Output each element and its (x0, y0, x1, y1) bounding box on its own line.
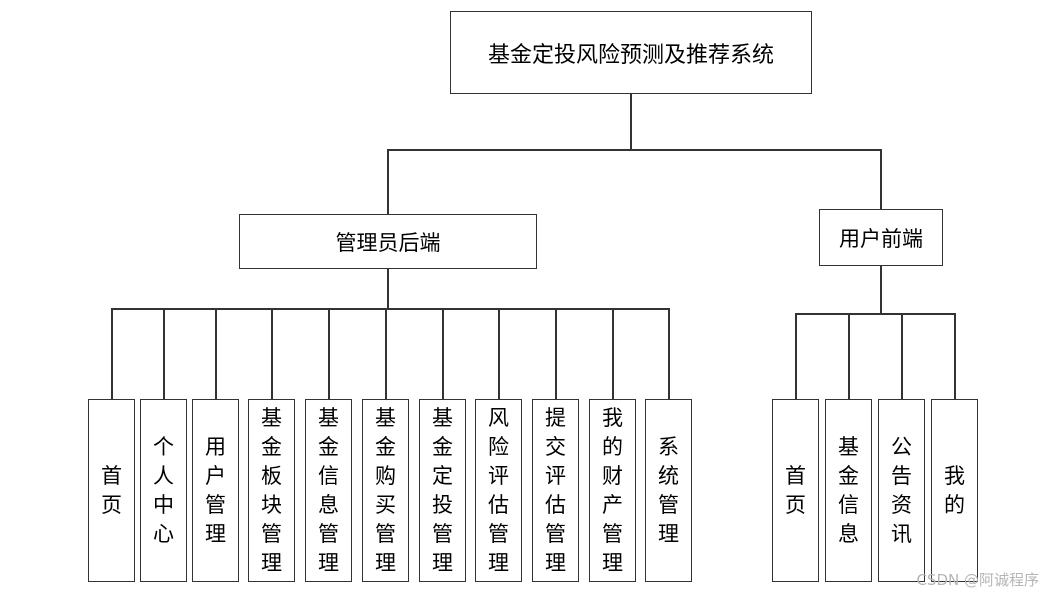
admin-child-node: 基金信息管理 (305, 399, 352, 582)
admin-child-label: 基金板块管理 (260, 405, 282, 575)
connector-admin-child (668, 308, 670, 400)
admin-child-node: 个人中心 (140, 399, 187, 582)
user-frontend-node: 用户前端 (819, 209, 943, 266)
connector-level1-horizontal (387, 149, 882, 151)
admin-child-label: 我的财产管理 (601, 405, 623, 575)
admin-child-label: 基金定投管理 (431, 405, 453, 575)
user-child-node: 首页 (772, 399, 819, 582)
admin-child-node: 基金板块管理 (248, 399, 295, 582)
admin-child-label: 用户管理 (204, 434, 226, 546)
admin-child-label: 风险评估管理 (487, 405, 509, 575)
admin-child-node: 我的财产管理 (589, 399, 636, 582)
connector-admin-child (498, 308, 500, 400)
connector-admin-child (612, 308, 614, 400)
connector-admin-child (442, 308, 444, 400)
connector-user-child (954, 313, 956, 400)
user-child-label: 我的 (943, 463, 965, 517)
connector-user-child (795, 313, 797, 400)
admin-backend-label: 管理员后端 (335, 230, 441, 255)
admin-child-label: 首页 (100, 463, 122, 517)
admin-child-node: 系统管理 (645, 399, 692, 582)
connector-to-admin (387, 149, 389, 215)
admin-child-label: 个人中心 (152, 434, 174, 546)
admin-child-node: 用户管理 (192, 399, 239, 582)
admin-child-node: 首页 (88, 399, 135, 582)
root-node: 基金定投风险预测及推荐系统 (450, 11, 812, 94)
admin-backend-node: 管理员后端 (239, 214, 537, 269)
admin-child-node: 风险评估管理 (475, 399, 522, 582)
user-child-node: 我的 (931, 399, 978, 582)
user-child-node: 基金信息 (825, 399, 872, 582)
user-frontend-label: 用户前端 (839, 226, 923, 251)
admin-child-node: 基金购买管理 (362, 399, 409, 582)
connector-admin-horizontal (111, 308, 669, 310)
connector-admin-child (555, 308, 557, 400)
admin-child-label: 系统管理 (657, 434, 679, 546)
connector-admin-child (385, 308, 387, 400)
root-node-label: 基金定投风险预测及推荐系统 (487, 42, 774, 68)
connector-user-horizontal (795, 313, 956, 315)
connector-root-down (630, 93, 632, 150)
watermark: CSDN @阿诚程序 (916, 571, 1039, 589)
connector-admin-child (215, 308, 217, 400)
connector-admin-child (271, 308, 273, 400)
user-child-node: 公告资讯 (878, 399, 925, 582)
connector-user-down (880, 265, 882, 315)
connector-admin-child (111, 308, 113, 400)
connector-to-user (880, 149, 882, 210)
admin-child-label: 基金信息管理 (317, 405, 339, 575)
connector-admin-child (163, 308, 165, 400)
admin-child-node: 提交评估管理 (532, 399, 579, 582)
user-child-label: 公告资讯 (890, 434, 912, 546)
connector-user-child (901, 313, 903, 400)
admin-child-label: 基金购买管理 (374, 405, 396, 575)
connector-admin-down (387, 268, 389, 310)
admin-child-label: 提交评估管理 (544, 405, 566, 575)
connector-user-child (848, 313, 850, 400)
user-child-label: 首页 (784, 463, 806, 517)
admin-child-node: 基金定投管理 (419, 399, 466, 582)
user-child-label: 基金信息 (837, 434, 859, 546)
connector-admin-child (328, 308, 330, 400)
